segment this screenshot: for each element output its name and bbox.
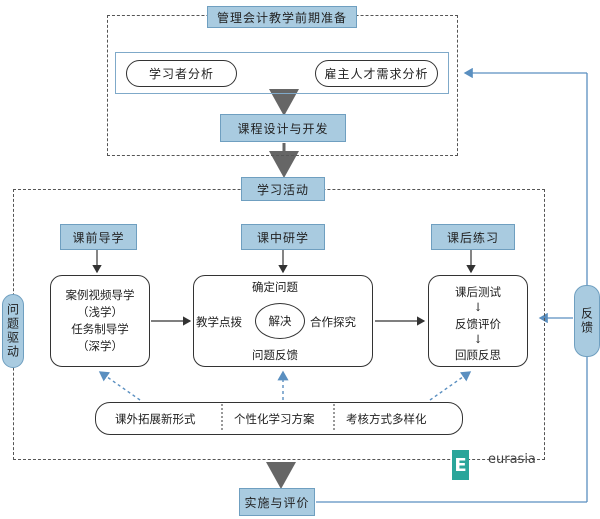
in-class-label: 课中研学 [241, 224, 325, 250]
post-reflect: 回顾反思 [455, 348, 501, 362]
bottom-bar [95, 402, 463, 435]
post-feedback: 反馈评价 [455, 317, 501, 331]
prep-inner-frame [115, 52, 449, 94]
implementation-box: 实施与评价 [239, 488, 315, 516]
bottom-item-extension: 课外拓展新形式 [115, 412, 196, 426]
bottom-item-personalized: 个性化学习方案 [234, 412, 315, 426]
post-arrow-2: ↓ [473, 332, 483, 346]
talent-demand-pill: 雇主人才需求分析 [315, 60, 438, 87]
step-teaching-guidance: 教学点拨 [196, 315, 242, 329]
learner-analysis-pill: 学习者分析 [126, 60, 237, 87]
post-class-box: 课后测试 ↓ 反馈评价 ↓ 回顾反思 [428, 275, 528, 367]
learning-title: 学习活动 [241, 177, 325, 201]
pre-class-line3: 任务制导学 [71, 322, 129, 336]
post-class-label: 课后练习 [431, 224, 515, 250]
watermark-logo-icon: E [452, 450, 469, 480]
pre-class-line4: （深学） [77, 339, 123, 353]
course-design-box: 课程设计与开发 [220, 114, 346, 142]
pre-class-box: 案例视频导学 （浅学） 任务制导学 （深学） [50, 275, 150, 367]
dashed-arrow-right [429, 371, 472, 401]
prep-title: 管理会计教学前期准备 [207, 6, 357, 28]
pre-class-line1: 案例视频导学 [65, 288, 135, 302]
post-test: 课后测试 [455, 285, 501, 299]
watermark-text: eurasia [488, 452, 536, 467]
step-problem-feedback: 问题反馈 [252, 348, 298, 362]
pre-class-label: 课前导学 [60, 224, 137, 250]
post-arrow-1: ↓ [473, 300, 483, 314]
feedback-label: 反馈 [574, 285, 600, 357]
solve-circle: 解决 [255, 303, 305, 339]
step-define-problem: 确定问题 [252, 280, 298, 294]
problem-driven-label: 问题驱动 [2, 294, 24, 368]
pre-class-line2: （浅学） [77, 305, 123, 319]
bottom-item-assessment: 考核方式多样化 [346, 412, 427, 426]
step-cooperative-inquiry: 合作探究 [310, 315, 356, 329]
dashed-arrow-left [98, 371, 141, 401]
